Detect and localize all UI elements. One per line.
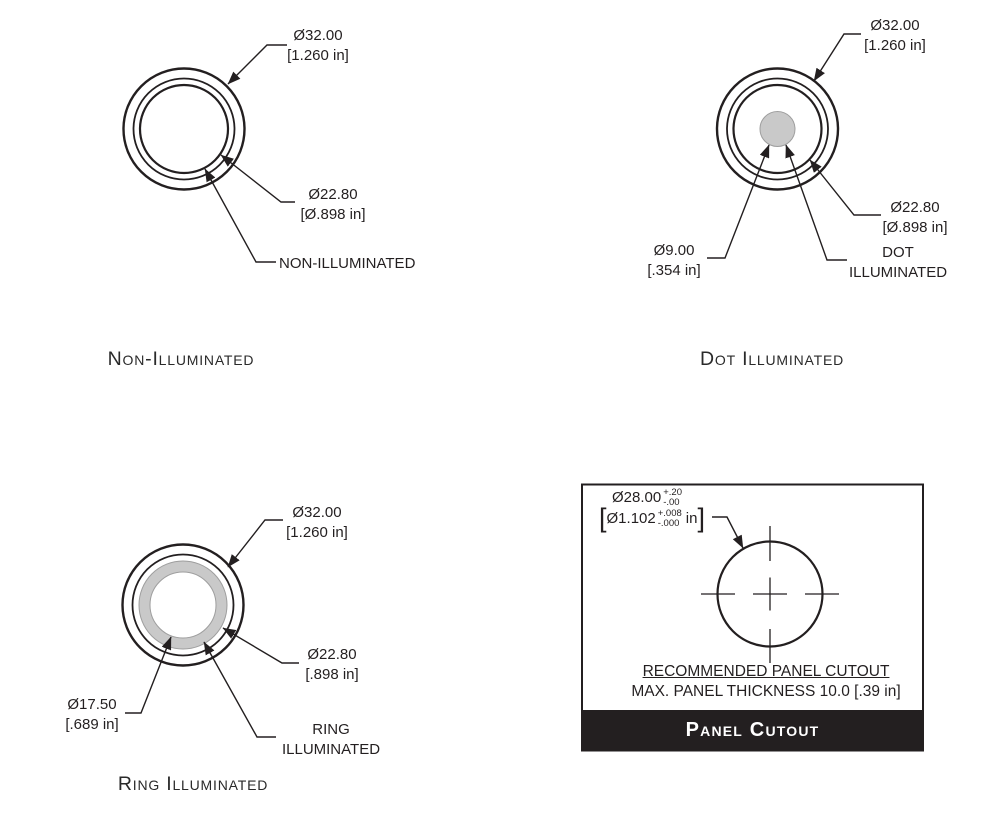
leader-dot-dim xyxy=(707,144,770,259)
dim-ring-diameter: Ø17.50 [.689 in] xyxy=(65,695,118,735)
caption-dot-illuminated: Dot Illuminated xyxy=(699,348,845,370)
ring-inner-edge xyxy=(149,571,217,639)
dim-dot-illuminated-outer: Ø32.00 [1.260 in] xyxy=(864,16,926,56)
banner-title: Panel Cutout xyxy=(685,718,820,741)
ring-outer-edge xyxy=(138,560,228,650)
label-line1: RING xyxy=(312,721,350,738)
dot-illuminated-view xyxy=(707,33,881,261)
outer-bezel-circle xyxy=(122,67,246,191)
dim-in: Ø1.102 xyxy=(606,510,656,527)
panel-cutout-box xyxy=(581,483,924,752)
illuminated-dot xyxy=(759,111,796,147)
dim-mm: Ø17.50 xyxy=(67,696,117,713)
panel-note-recommended: RECOMMENDED PANEL CUTOUT xyxy=(642,663,890,680)
dim-in: [1.260 in] xyxy=(287,47,349,64)
label-line2: ILLUMINATED xyxy=(281,741,381,758)
non-illuminated-view xyxy=(122,44,295,263)
close-bracket: ] xyxy=(697,502,705,533)
centerlines xyxy=(701,526,839,663)
leader-non-illuminated-label xyxy=(204,168,276,263)
dim-mm: Ø32.00 xyxy=(870,17,920,34)
tolerance-mm: +.20 -.00 xyxy=(663,488,682,507)
leader-outer-dim xyxy=(227,44,287,85)
dim-dot-illuminated-inner: Ø22.80 [Ø.898 in] xyxy=(882,198,947,238)
label-line2: ILLUMINATED xyxy=(848,264,948,281)
ring-illuminated-view xyxy=(121,519,299,738)
panel-cutout-banner: Panel Cutout xyxy=(583,710,922,750)
dim-mm: Ø32.00 xyxy=(293,27,343,44)
dim-ring-illuminated-outer: Ø32.00 [1.260 in] xyxy=(286,503,348,543)
dim-panel-cutout: Ø28.00 +.20 -.00 [ Ø1.102 +.008 -.000 in… xyxy=(599,487,705,533)
dim-in: [.354 in] xyxy=(647,262,701,279)
button-face-circle xyxy=(138,83,230,175)
bezel-inner-circle xyxy=(726,77,829,181)
dim-in: [Ø.898 in] xyxy=(882,219,948,236)
unit-suffix: in xyxy=(685,510,698,527)
open-bracket: [ xyxy=(599,502,607,533)
tol-minus: -.00 xyxy=(663,496,680,508)
dim-mm: Ø22.80 xyxy=(890,199,940,216)
dim-in: [.689 in] xyxy=(65,716,119,733)
leader-inner-dim xyxy=(809,159,881,216)
label-non-illuminated: NON-ILLUMINATED xyxy=(279,255,416,272)
dim-ring-illuminated-inner: Ø22.80 [.898 in] xyxy=(305,645,358,685)
label-line1: DOT xyxy=(882,244,914,261)
tolerance-in: +.008 -.000 xyxy=(658,509,682,528)
dim-mm: Ø28.00 xyxy=(612,489,662,506)
dim-in: [Ø.898 in] xyxy=(300,206,366,223)
leader-inner-dim xyxy=(222,627,299,664)
dim-mm: Ø9.00 xyxy=(653,242,695,259)
dim-mm: Ø22.80 xyxy=(307,646,357,663)
label-dot-illuminated: DOT ILLUMINATED xyxy=(849,243,947,283)
tol-plus: +.20 xyxy=(663,487,682,498)
dim-in: [1.260 in] xyxy=(286,524,348,541)
leader-ring-dim xyxy=(125,636,172,714)
dim-mm-line: Ø28.00 +.20 -.00 xyxy=(612,487,705,508)
leader-outer-dim xyxy=(227,519,283,568)
bezel-inner-circle xyxy=(131,553,235,657)
dim-mm: Ø22.80 xyxy=(308,186,358,203)
outer-bezel-circle xyxy=(715,67,840,191)
dim-dot-diameter: Ø9.00 [.354 in] xyxy=(647,241,700,281)
dim-in: [1.260 in] xyxy=(864,37,926,54)
dim-non-illuminated-inner: Ø22.80 [Ø.898 in] xyxy=(300,185,365,225)
leader-outer-dim xyxy=(813,33,861,82)
leader-inner-dim xyxy=(220,154,295,203)
tol-minus: -.000 xyxy=(657,517,680,529)
dim-mm: Ø32.00 xyxy=(292,504,342,521)
leader-dot-illuminated-label xyxy=(785,144,847,261)
dim-in: [.898 in] xyxy=(305,666,359,683)
panel-cutout-view xyxy=(581,483,924,752)
button-face-circle xyxy=(732,83,823,175)
panel-note-thickness: MAX. PANEL THICKNESS 10.0 [.39 in] xyxy=(631,683,901,700)
caption-ring-illuminated: Ring Illuminated xyxy=(117,773,269,795)
caption-non-illuminated: Non-Illuminated xyxy=(107,348,255,370)
leader-ring-illuminated-label xyxy=(203,641,276,738)
outer-bezel-circle xyxy=(121,543,245,667)
label-ring-illuminated: RING ILLUMINATED xyxy=(282,720,380,760)
bezel-inner-circle xyxy=(132,77,236,181)
leader-cutout-dim xyxy=(712,516,744,549)
dim-in-line: [ Ø1.102 +.008 -.000 in ] xyxy=(599,502,705,533)
tol-plus: +.008 xyxy=(657,508,682,519)
illuminated-ring xyxy=(139,561,227,649)
dim-non-illuminated-outer: Ø32.00 [1.260 in] xyxy=(287,26,349,66)
